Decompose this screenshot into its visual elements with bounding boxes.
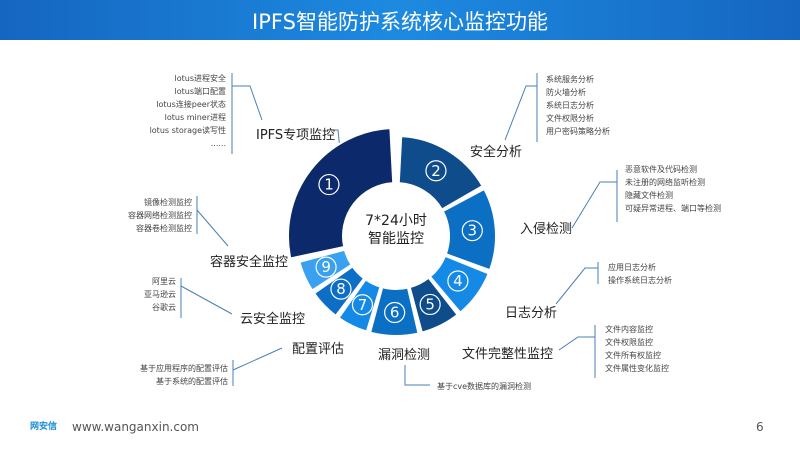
list-item: lotus端口配置 bbox=[174, 87, 227, 96]
list-log: 应用日志分析操作系统日志分析 bbox=[608, 261, 672, 287]
segment-number-circle bbox=[384, 301, 406, 324]
list-item: 操作系统日志分析 bbox=[608, 276, 672, 285]
list-item: lotus连接peer状态 bbox=[156, 100, 226, 109]
list-item: 谷歌云 bbox=[152, 303, 176, 312]
center-line1: 7*24小时 bbox=[365, 213, 427, 229]
list-item: lotus进程安全 bbox=[174, 74, 227, 83]
list-item: 基于cve数据库的漏洞检测 bbox=[437, 382, 532, 391]
list-item: lotus miner进程 bbox=[164, 113, 226, 122]
list-item: 隐藏文件检测 bbox=[625, 191, 673, 200]
segment-number-circle bbox=[318, 173, 340, 196]
list-item: 文件权限分析 bbox=[546, 114, 594, 123]
label-vuln: 漏洞检测 bbox=[378, 348, 431, 363]
label-integrity: 文件完整性监控 bbox=[462, 347, 554, 362]
list-config: 基于应用程序的配置评估基于系统的配置评估 bbox=[100, 362, 228, 388]
list-integrity: 文件内容监控文件权限监控文件所有权监控文件属性变化监控 bbox=[605, 323, 669, 375]
list-item: 亚马逊云 bbox=[144, 290, 176, 299]
list-item: 可疑异常进程、端口等检测 bbox=[625, 204, 721, 213]
footer-url[interactable]: www.wanganxin.com bbox=[72, 420, 199, 434]
list-item: lotus storage读写性 bbox=[149, 126, 226, 135]
label-container: 容器安全监控 bbox=[210, 255, 289, 270]
label-config: 配置评估 bbox=[292, 342, 345, 357]
page-number: 6 bbox=[756, 420, 764, 434]
segment-number-circle bbox=[315, 256, 337, 278]
segment-number: 9 bbox=[321, 258, 331, 276]
list-item: 基于应用程序的配置评估 bbox=[140, 364, 228, 373]
list-item: 防火墙分析 bbox=[546, 88, 586, 97]
segment-number-circle bbox=[351, 294, 374, 316]
segment-number-circle bbox=[461, 220, 483, 242]
list-item: 系统日志分析 bbox=[546, 101, 594, 110]
label-security: 安全分析 bbox=[470, 145, 523, 160]
segment-number: 8 bbox=[336, 280, 346, 298]
segment-number: 4 bbox=[453, 272, 463, 290]
segment-number: 6 bbox=[390, 303, 400, 321]
segment-number-circle bbox=[419, 293, 441, 316]
segment-number: 3 bbox=[468, 222, 478, 240]
list-item: 容器网络检测监控 bbox=[128, 211, 192, 220]
segment-number: 7 bbox=[358, 296, 368, 314]
list-intrusion: 恶意软件及代码检测未注册的网络监听检测隐藏文件检测可疑异常进程、端口等检测 bbox=[625, 163, 721, 215]
page-title: IPFS智能防护系统核心监控功能 bbox=[252, 10, 548, 34]
center-line2: 智能监控 bbox=[368, 231, 424, 247]
list-item: 文件权限监控 bbox=[605, 338, 653, 347]
list-container: 镜像检测监控容器网络检测监控容器卷检测监控 bbox=[80, 196, 192, 235]
list-item: 容器卷检测监控 bbox=[136, 224, 192, 233]
label-log: 日志分析 bbox=[505, 306, 558, 321]
segment-number-circle bbox=[447, 270, 469, 292]
list-item: 未注册的网络监听检测 bbox=[625, 178, 705, 187]
list-item: 恶意软件及代码检测 bbox=[625, 165, 697, 174]
list-item: 文件内容监控 bbox=[605, 325, 653, 334]
list-item: 文件所有权监控 bbox=[605, 351, 661, 360]
label-cloud: 云安全监控 bbox=[240, 312, 306, 327]
list-item: 应用日志分析 bbox=[608, 263, 656, 272]
list-vuln: 基于cve数据库的漏洞检测 bbox=[437, 380, 531, 393]
segment-number: 2 bbox=[431, 162, 441, 180]
center-label: 7*24小时智能监控 bbox=[346, 212, 446, 248]
segment-number: 1 bbox=[324, 176, 334, 194]
label-ipfs: IPFS专项监控 bbox=[256, 128, 336, 143]
list-item: 阿里云 bbox=[152, 277, 176, 286]
list-ipfs: lotus进程安全 lotus端口配置 lotus连接peer状态 lotus min… bbox=[130, 72, 226, 150]
list-item: ...... bbox=[210, 139, 226, 148]
segment-number: 5 bbox=[425, 295, 435, 313]
list-security: 系统服务分析防火墙分析系统日志分析文件权限分析用户密码策略分析 bbox=[546, 73, 610, 138]
list-item: 用户密码策略分析 bbox=[546, 127, 610, 136]
list-item: 基于系统的配置评估 bbox=[156, 377, 228, 386]
list-item: 镜像检测监控 bbox=[144, 198, 192, 207]
segment-number-circle bbox=[330, 278, 352, 300]
company-logo: 网安信 bbox=[30, 422, 58, 432]
list-item: 系统服务分析 bbox=[546, 75, 594, 84]
header-bar bbox=[0, 0, 800, 40]
label-intrusion: 入侵检测 bbox=[520, 222, 573, 237]
segment-number-circle bbox=[425, 160, 447, 182]
list-item: 文件属性变化监控 bbox=[605, 364, 669, 373]
list-cloud: 阿里云亚马逊云谷歌云 bbox=[110, 275, 176, 314]
